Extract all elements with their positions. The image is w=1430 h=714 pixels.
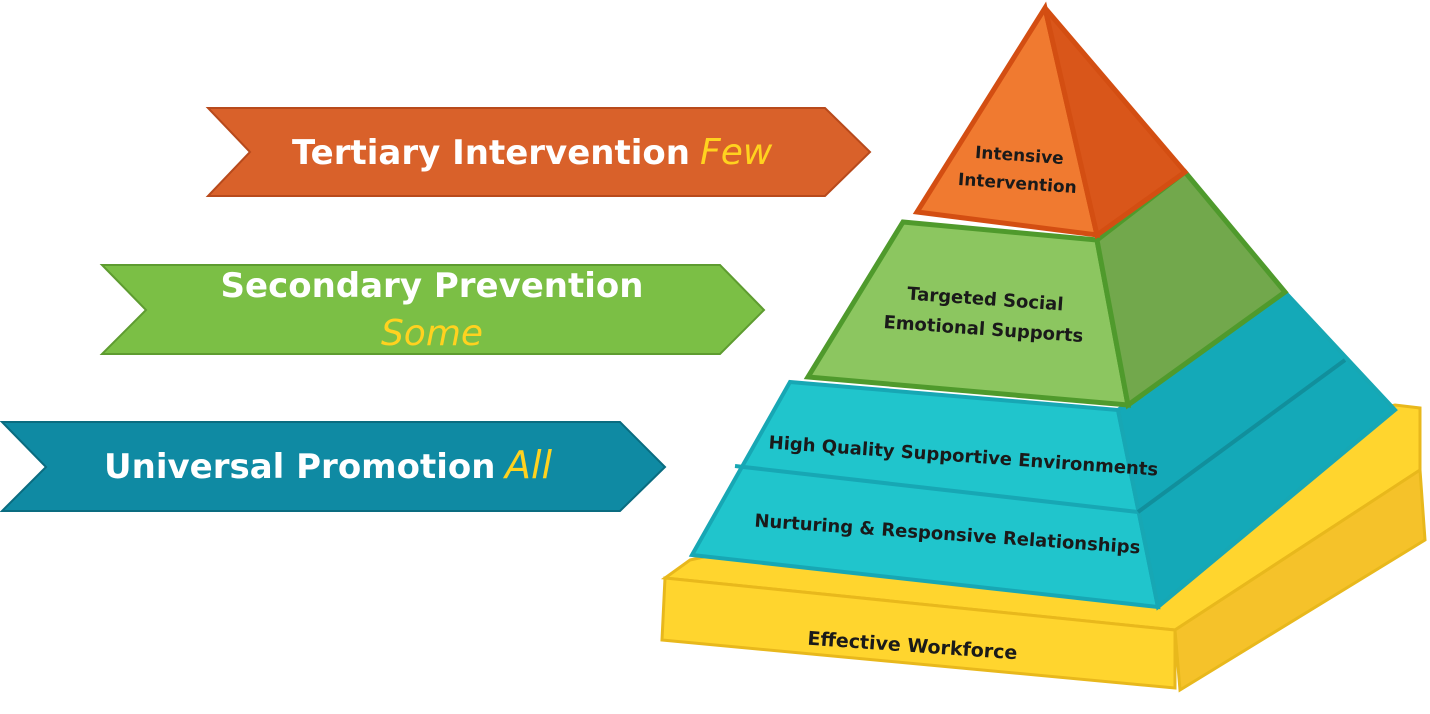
arrow-secondary-shape: [99, 264, 766, 355]
arrow-secondary-title: Secondary Prevention: [221, 266, 644, 306]
arrow-universal-qualifier: All: [502, 443, 553, 487]
base-side-face: [1173, 467, 1427, 693]
arrow-universal: Universal Promotion All: [0, 421, 667, 512]
tier-tertiary: Intensive Intervention: [912, 1, 1189, 240]
tier-band-divider-side: [1136, 358, 1347, 514]
tier-secondary: Targeted Social Emotional Supports: [803, 168, 1289, 410]
tier-universal: High Quality Supportive Environments Nur…: [688, 289, 1398, 611]
arrow-secondary-qualifier: Some: [381, 313, 483, 354]
arrow-tertiary-title: Tertiary Intervention: [292, 133, 690, 173]
tier-secondary-front: [803, 219, 1132, 408]
tier-band-divider: [734, 464, 1139, 514]
base-front-face: [660, 576, 1177, 690]
arrow-secondary: Secondary Prevention Some: [99, 264, 766, 355]
arrow-universal-title: Universal Promotion: [104, 447, 495, 487]
arrow-tertiary: Tertiary Intervention Few: [205, 107, 872, 197]
arrow-tertiary-shape: [205, 107, 872, 197]
tier-tertiary-side: [1042, 6, 1189, 240]
pyramid: Effective Workforce High Quality Support…: [660, 1, 1427, 693]
arrow-tertiary-qualifier: Few: [700, 132, 773, 173]
arrow-universal-shape: [0, 421, 667, 512]
